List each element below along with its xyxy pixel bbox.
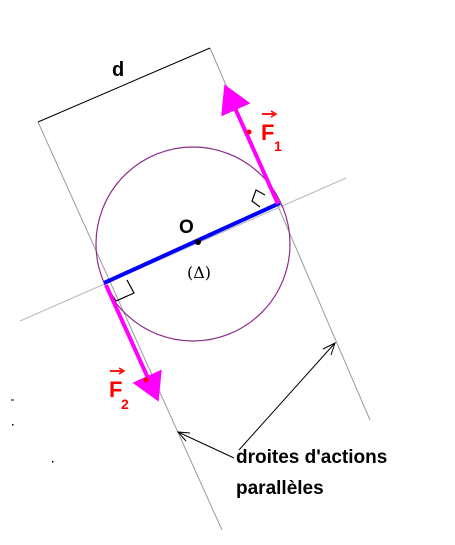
stray-mark-3: [52, 461, 54, 463]
action-line-left: [37, 121, 223, 531]
right-angle-top: [251, 189, 266, 208]
force2-arrow: [104, 284, 162, 402]
caption-line-2: parallèles: [236, 478, 324, 499]
stray-mark-2: [12, 424, 14, 426]
guide-line: [19, 177, 347, 322]
diameter-line: [103, 201, 281, 285]
force1-arrow: [221, 84, 280, 205]
svg-text:F: F: [261, 120, 274, 145]
wheel-circle: [95, 146, 291, 342]
force2-label: F 2: [109, 367, 129, 412]
distance-line: [37, 47, 211, 123]
caption-arrow-right: [238, 342, 336, 451]
caption-arrow-left: [176, 431, 235, 459]
force1-point: [246, 129, 252, 135]
force1-label: F 1: [261, 110, 282, 154]
distance-label: d: [112, 59, 124, 81]
caption-line-1: droites d'actions: [236, 447, 387, 468]
svg-text:F: F: [109, 377, 122, 402]
force2-point: [143, 377, 149, 383]
svg-text:1: 1: [274, 138, 282, 154]
axis-label: (Δ): [187, 263, 211, 282]
center-label: O: [179, 217, 194, 238]
center-point: [195, 239, 201, 245]
svg-text:2: 2: [121, 396, 129, 412]
